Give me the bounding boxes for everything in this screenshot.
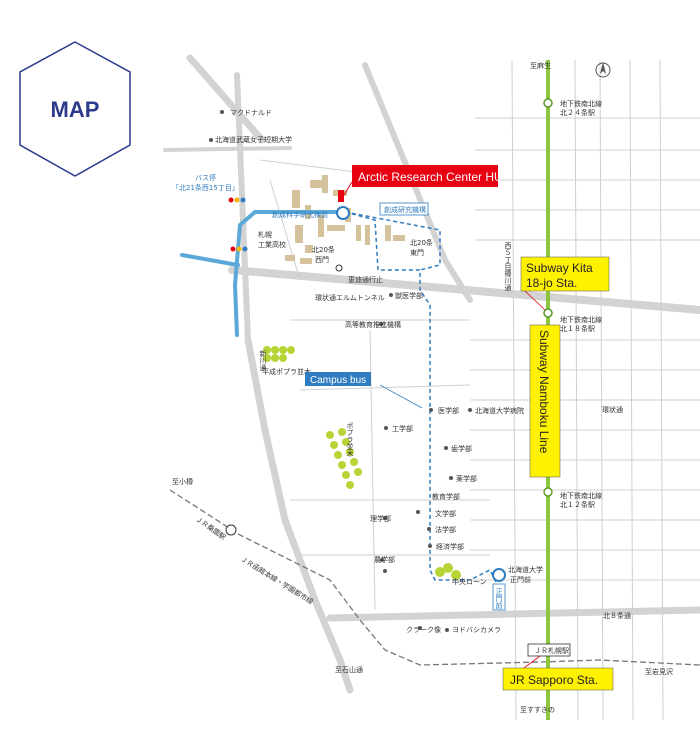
label-kita24: 地下鉄南北線北２４条駅 [560,99,602,117]
label-jozan: 至石山通 [335,665,363,674]
label-keishi-dori: 恵迪通行止 [348,275,383,284]
label-asabu: 至麻生 [530,61,551,70]
label-kyoiku: 教育学部 [432,492,460,501]
arctic-callout-label: Arctic Research Center HU [358,170,503,184]
poplar-trees [263,346,461,580]
label-sapporo-kosen: 札幌 [258,230,272,239]
bus-stop-markers [225,206,506,582]
label-hogaku: 法学部 [435,525,456,534]
label-nishi5: 西５丁目樽川通 [504,242,512,292]
jr-sapporo-station-box [527,643,571,657]
label-sosei-kenkyu: 創成研究機構 [384,205,426,214]
map-labels: マクドナルド 北海道武蔵女子短期大学 バス停 「北21条西15丁目」 創成科学研… [172,61,673,714]
label-kita18: 地下鉄南北線北１８条駅 [560,315,602,333]
landmark-dots [209,110,472,632]
label-kita20-higashi: 北20条 [410,238,433,247]
label-mcdonalds: マクドナルド [230,109,272,117]
kita18-callout-line2: 18-jo Sta. [526,276,577,290]
label-koto-kyoiku: 高等教育推進機構 [345,320,401,329]
arctic-callout: Arctic Research Center HU [343,165,503,196]
label-yakugaku: 薬学部 [456,474,477,483]
label-musashi: 北海道武蔵女子短期大学 [215,135,292,144]
label-yodobashi: ヨドバシカメラ [452,626,501,634]
label-kanjo-dori: 環状通 [602,405,623,414]
label-otaru: 至小樽 [172,477,193,486]
label-igaku: 医学部 [438,406,459,415]
label-shigaku: 歯学部 [451,444,472,453]
map-title: MAP [51,97,100,122]
north-arrow-icon [595,62,611,78]
label-kita12: 地下鉄南北線北１２条駅 [560,491,602,509]
label-rigaku: 理学部 [370,514,391,523]
campus-bus-route [344,211,501,591]
campus-bus-callout: Campus bus [305,372,423,409]
label-seimon-stop: 正門前 [495,588,503,610]
jr-sapporo-callout-label: JR Sapporo Sta. [510,673,598,687]
sosei-kenkyu-box [379,202,429,216]
jr-sapporo-callout: JR Sapporo Sta. [502,655,614,691]
label-seimon-2: 正門前 [510,575,531,584]
label-clark: クラーク像 [406,625,441,634]
jr-railway [169,489,700,666]
kita18-callout-line1: Subway Kita [526,261,593,275]
label-seimon: 北海道大学 [508,565,543,574]
label-bus-stop-name: 「北21条西15丁目」 [172,183,239,192]
label-kita20-nishi-2: 西門 [315,256,329,264]
label-jr-soen: ＪＲ桑園駅 [194,514,228,541]
label-jr-sapporo-eki: ＪＲ札幌駅 [534,646,569,655]
label-kita20-nishi: 北20条 [312,245,335,254]
bus-route [180,210,342,337]
map-title-badge: MAP [19,41,131,177]
campus-bus-label: Campus bus [310,375,366,386]
label-byoin: 北海道大学病院 [475,406,524,415]
label-iwamizawa: 至岩見沢 [645,667,673,676]
arctic-building-marker [338,190,344,202]
label-bungaku: 文学部 [435,509,456,518]
label-sosei-kagaku: 創成科学研究棟前 [272,210,328,219]
road-network [163,54,700,694]
label-nogaku: 農学部 [374,555,395,564]
label-bus-stop: バス停 [195,173,216,182]
namboku-callout-label: Subway Namboku Line [537,330,551,454]
label-kogaku: 工学部 [392,424,413,433]
label-susukino: 至すすきの [520,706,555,714]
label-chuo-lawn: 中央ローン [452,577,487,586]
label-kita8: 北８条通 [603,611,631,620]
namboku-callout: Subway Namboku Line [529,324,561,478]
label-poplar: ポプラ並木 [346,422,354,458]
label-jui: 獣医学部 [395,291,423,300]
seimon-stop-box [492,583,506,611]
label-elm-tunnel: 環状通エルムトンネル [315,293,385,302]
label-keizai: 経済学部 [436,542,464,551]
kita18-callout: Subway Kita 18-jo Sta. [520,256,610,311]
label-heisei-poplar: 平成ポプラ並木 [262,367,311,376]
label-kita20-higashi-2: 東門 [410,248,424,257]
label-sapporo-kosen-2: 工業高校 [258,240,286,249]
label-shinkawa: 新川通 [259,349,267,372]
traffic-signal-icons [228,197,248,252]
